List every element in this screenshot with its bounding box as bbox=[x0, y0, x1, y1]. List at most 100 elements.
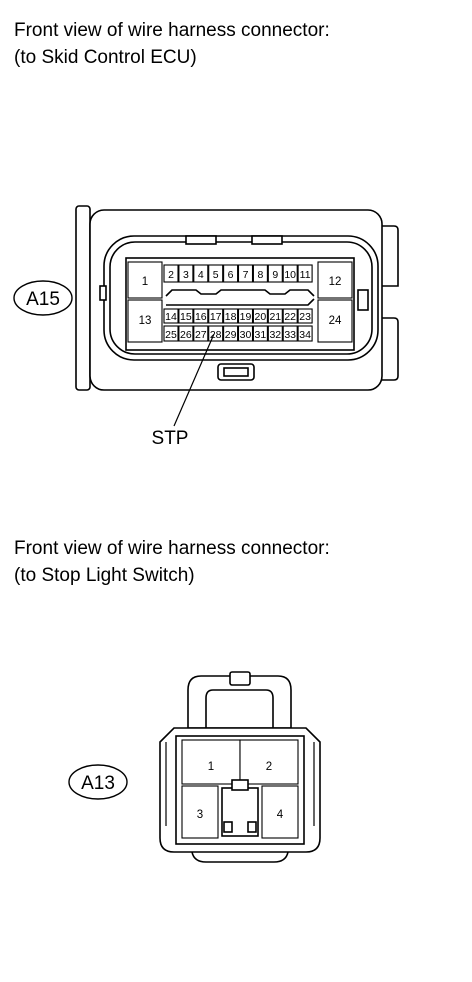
a15-pin-label: 29 bbox=[225, 329, 237, 341]
a13-cavity-2 bbox=[239, 739, 299, 785]
a15-left-rail bbox=[75, 205, 91, 391]
a15-small-cavity bbox=[208, 264, 224, 283]
a15-small-cavity bbox=[193, 325, 209, 342]
a15-pin-label: 8 bbox=[257, 269, 263, 281]
stp-callout: STP bbox=[152, 428, 189, 449]
a15-small-cavity bbox=[163, 308, 179, 324]
a13-inner-frame bbox=[175, 735, 305, 845]
a15-small-cavity bbox=[163, 264, 179, 283]
a13-pin-label: 2 bbox=[266, 761, 272, 773]
a15-pin-label: 1 bbox=[142, 276, 148, 288]
a15-small-cavity bbox=[282, 264, 298, 283]
a15-right-tab-top bbox=[380, 225, 399, 287]
a13-center-key-top bbox=[231, 779, 249, 791]
a13-cavity-1 bbox=[181, 739, 241, 785]
a15-small-cavity bbox=[178, 308, 194, 324]
a15-pin-label: 23 bbox=[299, 311, 311, 323]
a15-pin-label: 32 bbox=[269, 329, 281, 341]
a13-pin-label: 3 bbox=[197, 809, 203, 821]
a15-pin-label: 30 bbox=[240, 329, 252, 341]
a15-small-cavity bbox=[267, 308, 283, 324]
a13-code-badge bbox=[68, 764, 128, 800]
a15-cavity-12 bbox=[317, 261, 353, 299]
a15-small-cavity bbox=[178, 325, 194, 342]
a15-small-cavity bbox=[237, 264, 254, 283]
a13-bottom-rim bbox=[191, 851, 289, 863]
a13-key-notch-right bbox=[247, 821, 257, 833]
a15-small-cavity bbox=[223, 308, 239, 324]
a15-small-cavity bbox=[297, 264, 313, 283]
a15-right-key bbox=[357, 289, 369, 311]
a15-housing bbox=[89, 209, 383, 391]
a15-small-cavity bbox=[237, 325, 254, 342]
a15-pin-label: 26 bbox=[180, 329, 192, 341]
a15-pin-label: 18 bbox=[225, 311, 237, 323]
a15-pin-label: 6 bbox=[228, 269, 234, 281]
a15-small-cavity bbox=[223, 325, 239, 342]
a13-caption-line1: Front view of wire harness connector: bbox=[14, 538, 330, 559]
a15-caption: Front view of wire harness connector: (t… bbox=[14, 17, 330, 71]
a15-shroud-inner bbox=[109, 241, 373, 355]
a15-top-notch-right bbox=[251, 235, 283, 245]
a15-pin-label: 4 bbox=[198, 269, 204, 281]
a15-pin-label: 5 bbox=[213, 269, 219, 281]
a15-code-badge bbox=[13, 280, 73, 316]
a13-cavity-4 bbox=[261, 785, 299, 839]
a15-pin-label: 2 bbox=[168, 269, 174, 281]
a13-pin-label: 1 bbox=[208, 761, 214, 773]
a15-small-cavity bbox=[163, 325, 179, 342]
a15-pin-label: 16 bbox=[195, 311, 207, 323]
a15-pin-label: 25 bbox=[165, 329, 177, 341]
a15-small-cavity bbox=[297, 325, 313, 342]
a15-pin-label: 13 bbox=[139, 315, 152, 327]
a13-pin-label: 4 bbox=[277, 809, 284, 821]
a15-small-cavity bbox=[282, 325, 298, 342]
a15-pin-label: 24 bbox=[329, 315, 342, 327]
a15-pin-label: 31 bbox=[255, 329, 267, 341]
a15-key-rail-bottom bbox=[166, 298, 315, 306]
a15-small-cavity bbox=[223, 264, 239, 283]
a15-pin-label: 15 bbox=[180, 311, 192, 323]
a15-small-cavity bbox=[193, 264, 209, 283]
a15-pin-label: 12 bbox=[329, 276, 342, 288]
a15-pin-label: 19 bbox=[240, 311, 252, 323]
a13-key-notch-left bbox=[223, 821, 233, 833]
a15-right-tab-bottom bbox=[380, 317, 399, 381]
a15-small-cavity bbox=[267, 325, 283, 342]
a15-small-cavity bbox=[252, 308, 268, 324]
a15-pin-label: 9 bbox=[272, 269, 278, 281]
a15-cavity-13 bbox=[127, 299, 163, 343]
a15-pin-label: 3 bbox=[183, 269, 189, 281]
a15-code: A15 bbox=[26, 289, 60, 310]
a15-small-cavity bbox=[208, 308, 224, 324]
a13-caption-line2: (to Stop Light Switch) bbox=[14, 565, 195, 586]
a13-code: A13 bbox=[81, 773, 115, 794]
a15-pin-label: 7 bbox=[243, 269, 249, 281]
a15-key-rail-top bbox=[165, 289, 315, 297]
a13-caption: Front view of wire harness connector: (t… bbox=[14, 535, 330, 589]
a15-pin-label: 20 bbox=[255, 311, 267, 323]
a13-connector: 1 2 3 4 A13 bbox=[68, 671, 321, 863]
a15-pin-label: 21 bbox=[269, 311, 281, 323]
a15-pin-label: 10 bbox=[284, 269, 296, 281]
a15-pin-label: 22 bbox=[284, 311, 296, 323]
a15-bottom-latch-inner bbox=[223, 367, 249, 377]
a15-pin-label: 14 bbox=[165, 311, 177, 323]
a13-lock-tab bbox=[229, 671, 251, 686]
a13-cavity-3 bbox=[181, 785, 219, 839]
a15-caption-line1: Front view of wire harness connector: bbox=[14, 20, 330, 41]
a15-pin-label: 17 bbox=[210, 311, 222, 323]
a15-pin-label: 11 bbox=[300, 269, 311, 281]
a15-small-cavity bbox=[193, 308, 209, 324]
a15-cavity-field bbox=[125, 257, 355, 351]
a15-small-cavity bbox=[252, 325, 268, 342]
a15-top-notch-left bbox=[185, 235, 217, 245]
a15-small-cavity bbox=[237, 308, 254, 324]
stp-leader-line bbox=[173, 333, 215, 427]
a15-small-cavity bbox=[252, 264, 268, 283]
a15-small-cavity bbox=[267, 264, 283, 283]
a15-small-cavity bbox=[297, 308, 313, 324]
